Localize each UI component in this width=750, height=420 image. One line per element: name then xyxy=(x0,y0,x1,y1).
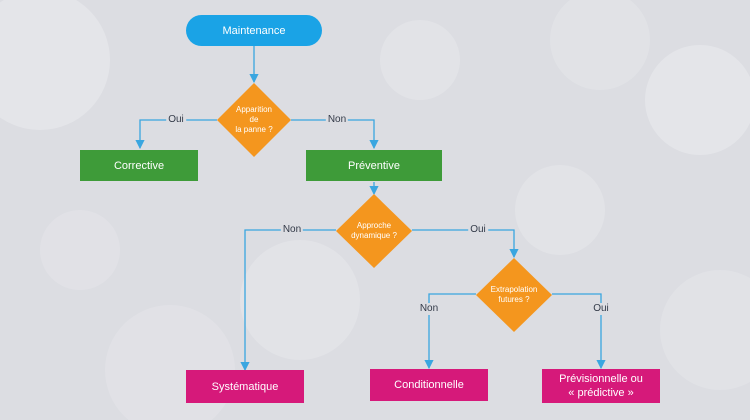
edge-q1-corrective xyxy=(135,119,217,150)
systematique-label: Systématique xyxy=(211,380,279,393)
corrective-label: Corrective xyxy=(113,159,165,172)
edge-label-q1-non: Non xyxy=(325,114,349,126)
edge-label-q2-non: Non xyxy=(280,224,304,236)
edge-label-q3-oui: Oui xyxy=(591,303,611,315)
edge-q3-conditionnelle xyxy=(424,293,476,370)
maintenance-start-node: Maintenance xyxy=(186,15,322,46)
edge-label-q3-non: Non xyxy=(417,303,441,315)
previsionnelle-node: Prévisionnelle ou « prédictive » xyxy=(542,369,660,403)
decision-extrapolation-label: Extrapolation futures ? xyxy=(490,285,538,304)
previsionnelle-label-line2: « prédictive » xyxy=(568,387,634,399)
conditionnelle-label: Conditionnelle xyxy=(394,379,464,391)
decision-extrapolation-futures: Extrapolation futures ? xyxy=(476,258,552,332)
edge-label-q1-oui: Oui xyxy=(166,114,186,126)
edge-q2-systematique xyxy=(240,229,336,372)
edge-q2-q3 xyxy=(412,229,519,259)
edge-q3-previsionnelle xyxy=(552,293,606,370)
maintenance-label: Maintenance xyxy=(222,24,286,37)
conditionnelle-node: Conditionnelle xyxy=(370,369,488,401)
preventive-node: Préventive xyxy=(306,150,442,181)
systematique-node: Systématique xyxy=(186,370,304,403)
decision-approche-label: Approche dynamique ? xyxy=(351,221,397,240)
decision-approche-dynamique: Approche dynamique ? xyxy=(336,194,412,268)
edge-q1-preventive xyxy=(291,119,379,150)
decision-apparition-label: Apparition de la panne ? xyxy=(235,105,273,134)
decision-apparition-panne: Apparition de la panne ? xyxy=(217,83,291,157)
edge-label-q2-oui: Oui xyxy=(468,224,488,236)
previsionnelle-label-line1: Prévisionnelle ou xyxy=(559,373,643,385)
preventive-label: Préventive xyxy=(348,159,400,172)
corrective-node: Corrective xyxy=(80,150,198,181)
